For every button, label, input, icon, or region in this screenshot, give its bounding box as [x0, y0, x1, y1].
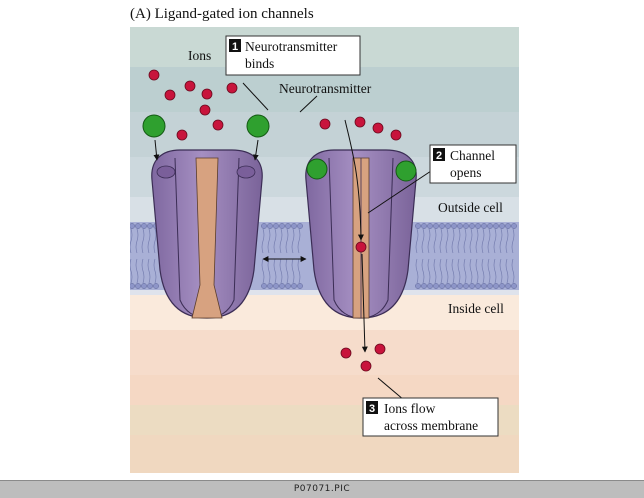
ions — [148, 69, 402, 372]
neurotransmitters — [142, 114, 417, 182]
footer-filename: P07071.PIC — [293, 484, 351, 494]
binding-arrow-left — [153, 139, 160, 161]
step3-pointer — [377, 377, 405, 401]
binding-arrow-right — [252, 139, 259, 161]
step-1-line2: binds — [245, 56, 274, 71]
arrows — [153, 82, 438, 401]
step-2-line2: opens — [450, 165, 482, 180]
step-3-line2: across membrane — [384, 418, 478, 433]
outside-cell-label: Outside cell — [438, 200, 503, 215]
step-1-number: 1 — [232, 41, 238, 53]
neurotransmitter-label: Neurotransmitter — [279, 81, 372, 96]
ion-path-arrow-top — [344, 119, 364, 241]
step-3-number: 3 — [369, 403, 375, 415]
ions-label: Ions — [188, 48, 211, 63]
step-3-line1: Ions flow — [384, 401, 436, 416]
step-1-callout: 1 Neurotransmitter binds — [225, 35, 361, 76]
step-2-callout: 2 Channel opens — [429, 144, 517, 184]
footer-bar: P07071.PIC — [0, 480, 644, 498]
figure-title: (A) Ligand-gated ion channels — [130, 6, 314, 22]
step-1-line1: Neurotransmitter — [245, 39, 338, 54]
closed-channel — [151, 149, 263, 319]
step2-pointer — [367, 166, 438, 214]
lipid-heads — [130, 223, 517, 289]
step-2-line1: Channel — [450, 148, 495, 163]
ion-path-arrow-bottom — [361, 253, 368, 353]
neurotransmitter-pointer — [299, 95, 318, 113]
step-3-callout: 3 Ions flow across membrane — [362, 397, 499, 437]
inside-cell-label: Inside cell — [448, 301, 504, 316]
step1-pointer — [242, 82, 269, 111]
step-2-number: 2 — [436, 150, 442, 162]
